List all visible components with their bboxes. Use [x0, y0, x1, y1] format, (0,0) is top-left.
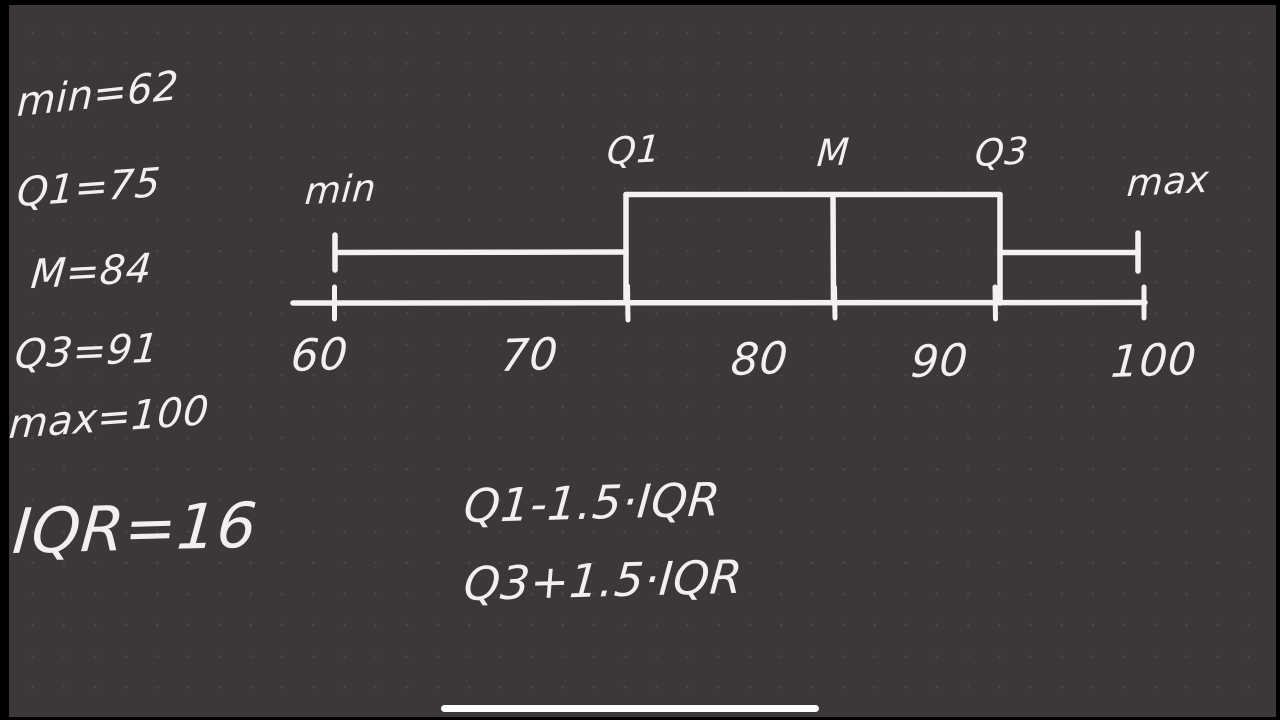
- bezel-right: [1276, 0, 1280, 720]
- axis-number-line: [290, 299, 1148, 306]
- box-median-line: [830, 192, 837, 306]
- axis-tick-label-80: 80: [729, 332, 790, 387]
- axis-tick-70: [625, 283, 631, 323]
- axis-tick-80: [832, 284, 838, 321]
- box-group: [623, 191, 1003, 306]
- axis-tick-90: [992, 284, 998, 322]
- stat-line-q3: Q3=91: [12, 325, 161, 379]
- stat-line-q1: Q1=75: [15, 159, 163, 217]
- bezel-top: [0, 0, 1280, 5]
- plot-label-max: max: [1125, 157, 1211, 206]
- iqr-value-text: IQR=16: [10, 488, 260, 569]
- home-indicator[interactable]: [441, 705, 819, 712]
- whisker-line-min-to-q1: [332, 249, 629, 256]
- axis-line-group: [290, 299, 1148, 306]
- bezel-bottom: [0, 717, 1280, 720]
- whisker-left-group: [332, 232, 629, 273]
- axis-tick-label-70: 70: [499, 328, 560, 383]
- stat-line-min: min=62: [16, 62, 180, 127]
- stat-line-max: max=100: [9, 387, 211, 449]
- plot-label-q1: Q1: [605, 127, 663, 174]
- bezel-left: [0, 0, 9, 720]
- drawing-canvas[interactable]: min=62 Q1=75 M=84 Q3=91 max=100 IQR=16 Q…: [9, 5, 1276, 717]
- axis-tick-label-90: 90: [909, 334, 970, 389]
- stat-line-median: M=84: [28, 245, 154, 299]
- plot-label-min: min: [303, 166, 378, 214]
- box-and-whisker-plot: [290, 191, 1148, 323]
- axis-tick-label-60: 60: [289, 328, 350, 383]
- formula-upper-fence: Q3+1.5·IQR: [461, 549, 745, 612]
- plot-label-median: M: [815, 130, 851, 176]
- axis-tick-label-100: 100: [1109, 333, 1199, 389]
- plot-label-q3: Q3: [973, 129, 1031, 176]
- formula-lower-fence: Q1-1.5·IQR: [461, 472, 723, 534]
- axis-ticks-group: [332, 283, 1147, 323]
- whisker-right-group: [997, 230, 1141, 274]
